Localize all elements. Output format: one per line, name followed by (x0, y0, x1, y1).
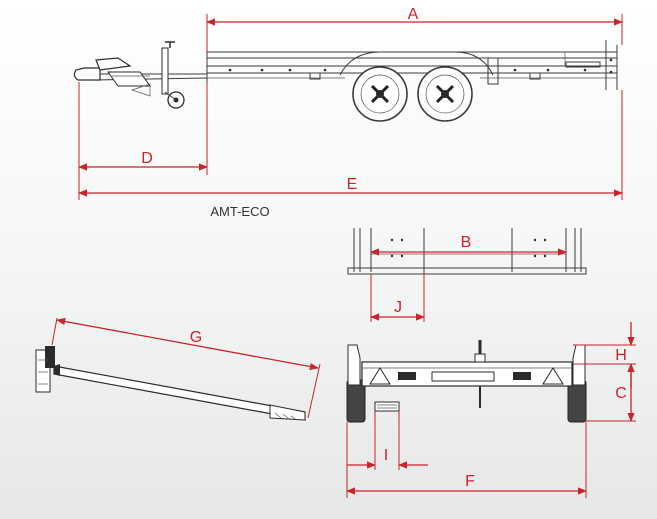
ramp-view (35, 346, 306, 421)
dimension-label-F: F (465, 473, 475, 490)
dimension-E: E (78, 90, 623, 200)
dimension-G: G (51, 317, 321, 419)
dimension-I: I (347, 411, 428, 470)
rear-view-trailer (346, 340, 587, 423)
dimension-J: J (370, 272, 425, 322)
dimension-C: C (586, 363, 636, 422)
model-title: AMT-ECO (210, 204, 269, 219)
dimension-label-D: D (141, 150, 153, 167)
dimension-B: B (370, 234, 567, 256)
dimension-label-H: H (615, 347, 627, 364)
side-view-drawbar (73, 41, 208, 109)
dimension-D: D (78, 82, 208, 200)
dimension-label-J: J (394, 299, 402, 316)
side-view-wheel-rear (417, 66, 473, 122)
dimension-label-E: E (347, 176, 358, 193)
dimension-label-G: G (190, 329, 202, 346)
side-view-trailer (73, 40, 618, 122)
dimension-F: F (346, 422, 587, 498)
side-view-wheel-front (352, 66, 408, 122)
dimension-label-C: C (615, 385, 627, 402)
side-view-frame (206, 40, 618, 90)
dimension-label-A: A (408, 6, 419, 23)
dimension-label-I: I (384, 447, 388, 464)
dimension-label-B: B (461, 234, 472, 251)
dimension-A: A (206, 6, 623, 52)
